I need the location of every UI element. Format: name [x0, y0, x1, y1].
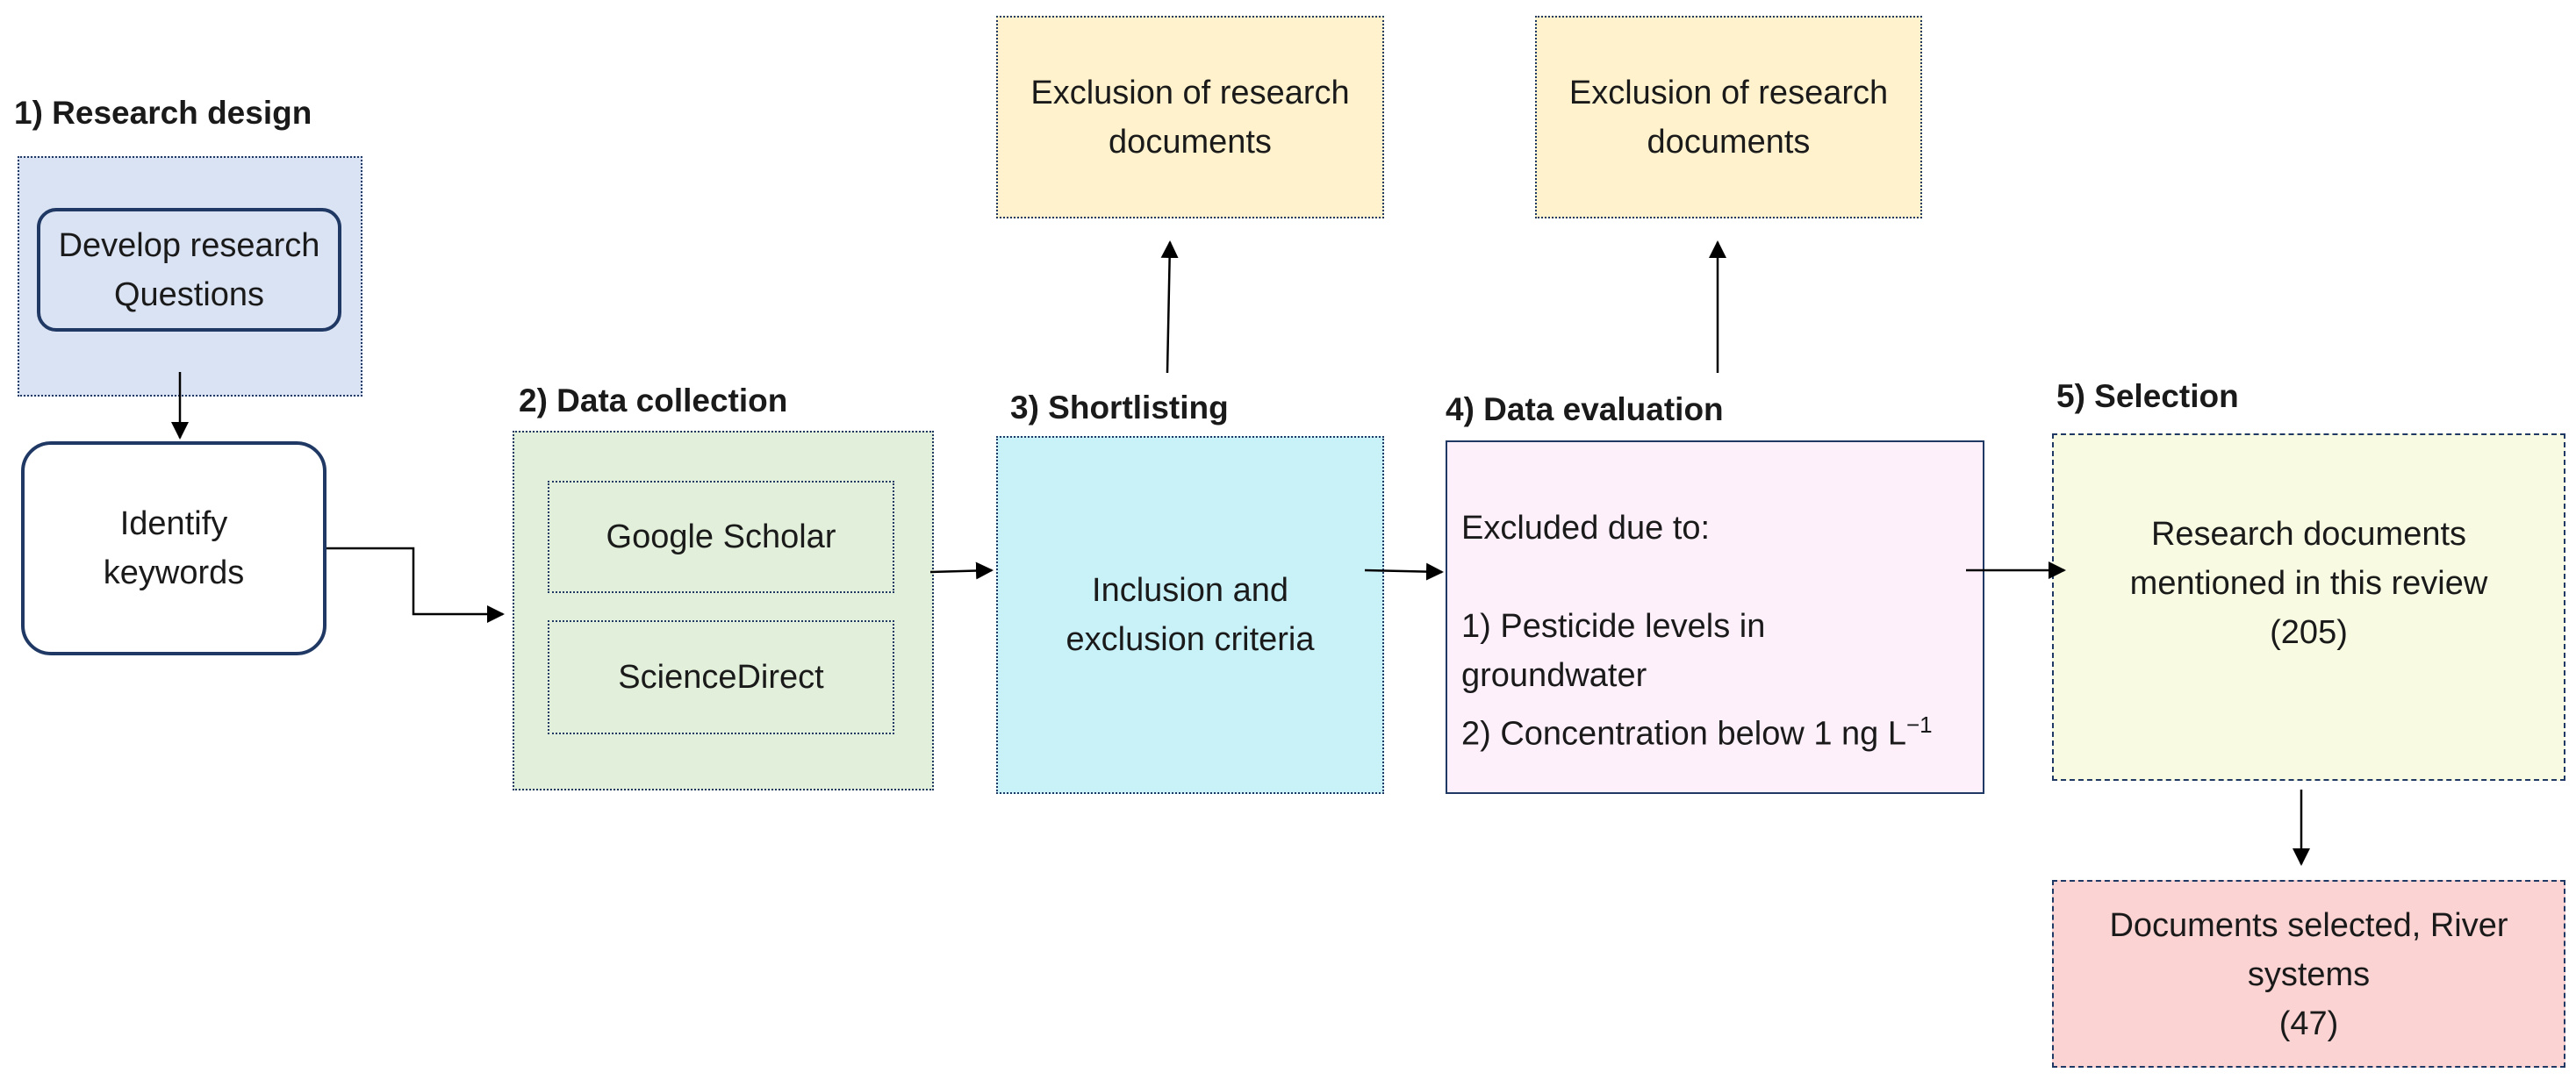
- inclusion-exclusion-box: Inclusion and exclusion criteria: [996, 436, 1384, 794]
- evaluation-criterion-2-text: 2) Concentration below 1 ng L: [1461, 715, 1906, 753]
- arrow-shortlisting-to-evaluation: [1364, 562, 1444, 581]
- selection-box: Research documents mentioned in this rev…: [2052, 433, 2565, 781]
- stage-title-shortlisting: 3) Shortlisting: [1010, 390, 1229, 426]
- exclusion-label-2: Exclusion of research documents: [1568, 74, 1889, 161]
- sciencedirect-label: ScienceDirect: [618, 659, 824, 696]
- google-scholar-box: Google Scholar: [548, 481, 894, 593]
- inclusion-exclusion-label: Inclusion and exclusion criteria: [1066, 572, 1315, 658]
- exclusion-label-1: Exclusion of research documents: [1030, 74, 1350, 161]
- develop-research-questions-box: Develop research Questions: [37, 208, 341, 332]
- stage-title-research-design: 1) Research design: [14, 95, 312, 131]
- selection-label: Research documents mentioned in this rev…: [2129, 516, 2488, 602]
- arrow-keywords-to-data-collection: [326, 547, 505, 623]
- sciencedirect-box: ScienceDirect: [548, 620, 894, 734]
- evaluation-criterion-2-exponent: −1: [1906, 712, 1933, 738]
- exclusion-box-2: Exclusion of research documents: [1535, 16, 1922, 218]
- selected-documents-label: Documents selected, River systems: [2109, 907, 2508, 993]
- evaluation-criterion-1: 1) Pesticide levels in groundwater: [1461, 608, 1766, 694]
- identify-keywords-label: Identify keywords: [103, 505, 245, 591]
- selected-documents-count: (47): [2278, 1005, 2339, 1042]
- selected-documents-box: Documents selected, River systems (47): [2052, 880, 2565, 1068]
- selection-count: (205): [2270, 614, 2348, 651]
- google-scholar-label: Google Scholar: [606, 518, 836, 555]
- stage-title-data-evaluation: 4) Data evaluation: [1446, 391, 1724, 427]
- data-evaluation-box: Excluded due to: 1) Pesticide levels in …: [1446, 440, 1984, 794]
- exclusion-box-1: Exclusion of research documents: [996, 16, 1384, 218]
- arrow-data-collection-to-shortlisting: [929, 561, 994, 580]
- stage-title-selection: 5) Selection: [2056, 378, 2239, 414]
- arrow-shortlisting-to-exclusion-1: [1160, 240, 1179, 374]
- identify-keywords-box: Identify keywords: [21, 441, 326, 655]
- stage-title-data-collection: 2) Data collection: [519, 383, 788, 418]
- evaluation-criterion-2: 2) Concentration below 1 ng L−1: [1461, 700, 1972, 759]
- evaluation-heading: Excluded due to:: [1461, 510, 1711, 547]
- develop-research-questions-label: Develop research Questions: [58, 226, 320, 313]
